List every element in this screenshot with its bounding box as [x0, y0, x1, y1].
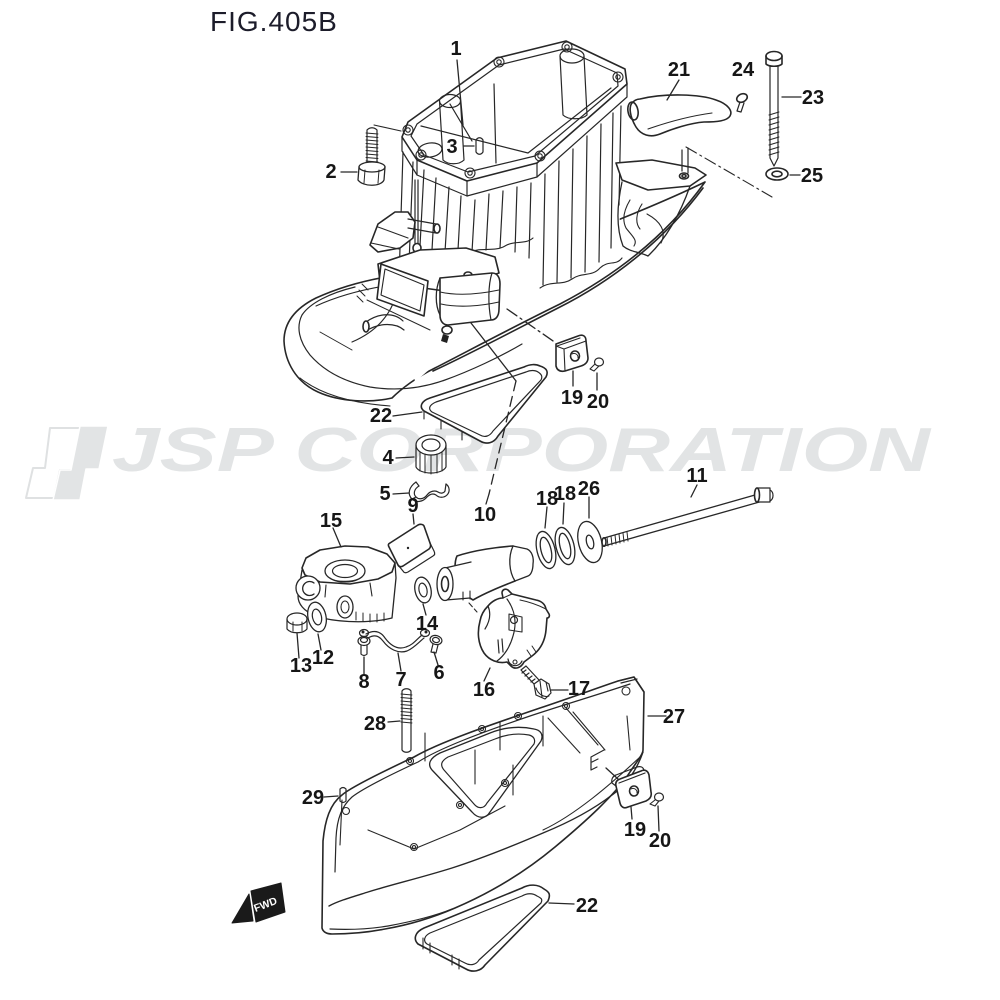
svg-text:16: 16: [473, 679, 495, 701]
svg-text:4: 4: [382, 447, 394, 469]
svg-text:JSP CORPORATION: JSP CORPORATION: [112, 416, 932, 485]
svg-text:29: 29: [302, 787, 324, 809]
svg-text:15: 15: [320, 510, 342, 532]
svg-text:8: 8: [358, 671, 369, 693]
svg-text:21: 21: [668, 59, 690, 81]
svg-text:18: 18: [554, 483, 576, 505]
svg-text:22: 22: [370, 405, 392, 427]
svg-text:5: 5: [379, 483, 390, 505]
svg-text:10: 10: [474, 504, 496, 526]
svg-text:7: 7: [395, 669, 406, 691]
svg-text:25: 25: [801, 165, 823, 187]
svg-text:27: 27: [663, 706, 685, 728]
svg-text:19: 19: [561, 387, 583, 409]
svg-text:23: 23: [802, 87, 824, 109]
svg-text:11: 11: [686, 465, 707, 487]
svg-text:28: 28: [364, 713, 386, 735]
svg-text:19: 19: [624, 819, 646, 841]
svg-text:17: 17: [568, 678, 590, 700]
svg-text:20: 20: [587, 391, 609, 413]
svg-text:2: 2: [325, 161, 336, 183]
svg-text:14: 14: [416, 613, 439, 635]
svg-text:18: 18: [536, 488, 558, 510]
svg-text:9: 9: [407, 495, 418, 517]
svg-text:1: 1: [450, 38, 461, 60]
svg-text:13: 13: [290, 655, 312, 677]
svg-text:12: 12: [312, 647, 334, 669]
svg-text:22: 22: [576, 895, 598, 917]
svg-text:3: 3: [446, 136, 457, 158]
svg-text:26: 26: [578, 478, 600, 500]
svg-text:20: 20: [649, 830, 671, 852]
svg-text:24: 24: [732, 59, 755, 81]
svg-text:6: 6: [433, 662, 444, 684]
svg-text:FIG.405B: FIG.405B: [210, 6, 338, 37]
